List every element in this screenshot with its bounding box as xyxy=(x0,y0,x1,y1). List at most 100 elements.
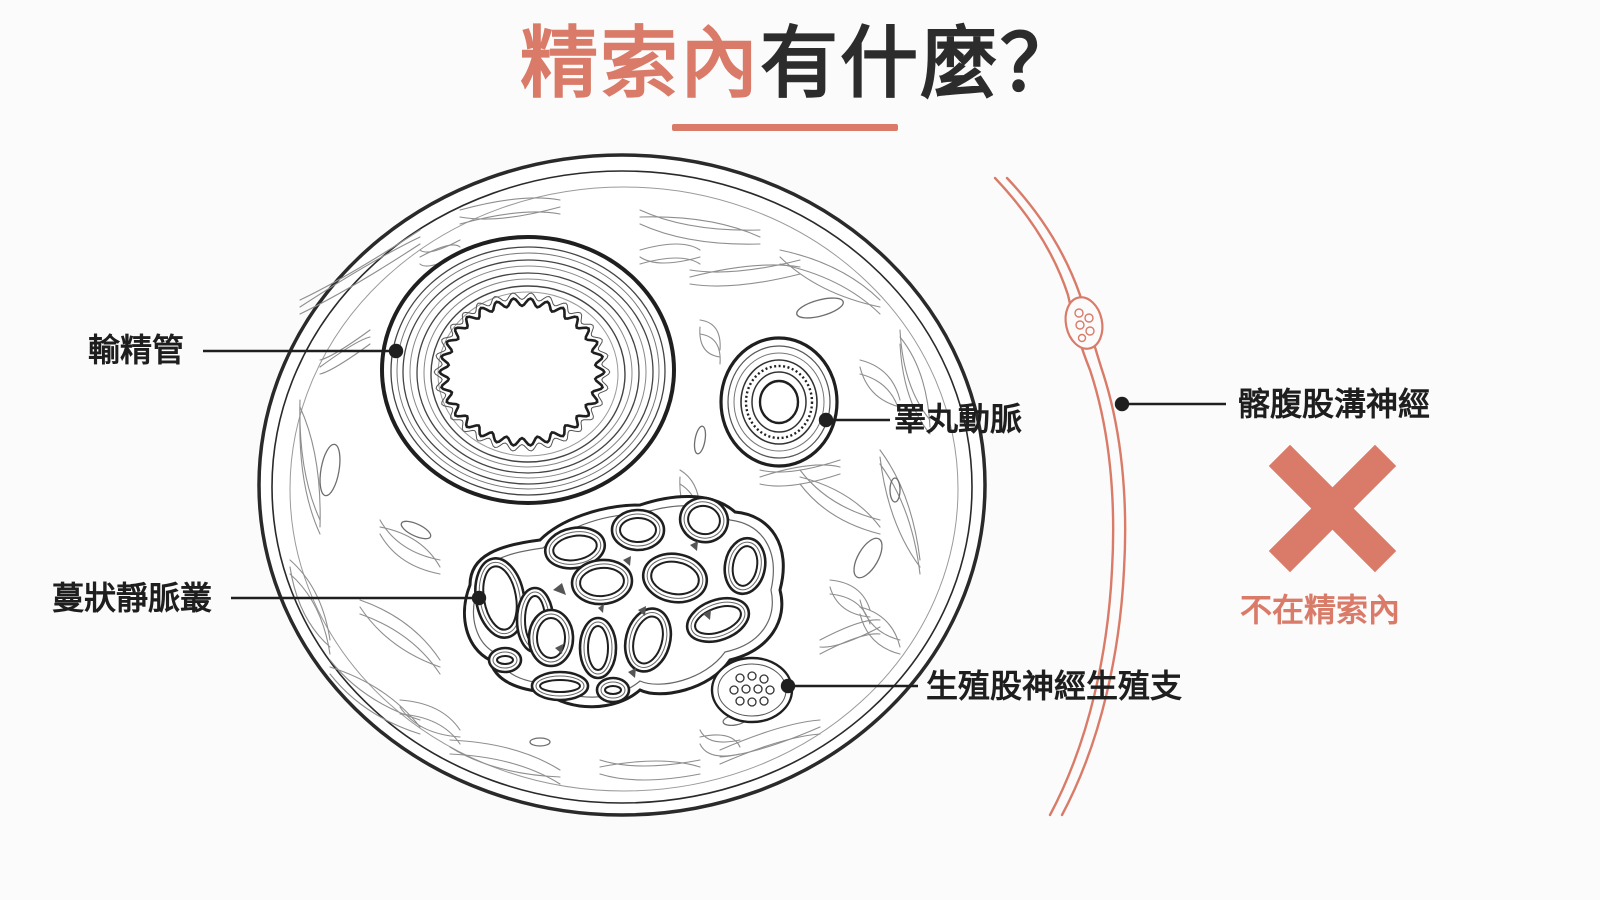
fiber-strand xyxy=(899,343,931,435)
fiber-strand xyxy=(319,336,371,368)
fiber-strand xyxy=(699,734,741,748)
fiber-strand xyxy=(829,593,871,625)
fiber-strand xyxy=(299,243,421,315)
fiber-strand xyxy=(359,606,441,668)
fiber-strand xyxy=(859,613,901,655)
fiber-strand xyxy=(289,573,331,655)
fiber-strand xyxy=(859,359,901,401)
title-rest: 有什麼？ xyxy=(760,19,1081,109)
label-genital-branch: 生殖股神經生殖支 xyxy=(926,667,1183,705)
leader-dot-genital-branch xyxy=(780,678,796,694)
fiber-strand xyxy=(289,559,331,641)
fiber-strand xyxy=(759,473,841,487)
connective-tissue-fibers xyxy=(289,197,931,785)
fiber-strand xyxy=(859,373,901,415)
fiber-strand xyxy=(449,739,561,771)
fiber-strand xyxy=(379,533,441,575)
fiber-strand xyxy=(779,263,881,315)
plexus-interstitial-dots xyxy=(553,541,711,678)
leader-lines xyxy=(203,343,1226,694)
fiber-strand xyxy=(639,256,701,264)
testicular-artery xyxy=(719,336,839,468)
leader-dot-ilioinguinal xyxy=(1114,396,1130,412)
fiber-strand xyxy=(299,236,421,308)
fiber-strand xyxy=(699,326,721,358)
fiber-strand xyxy=(799,469,881,521)
vein xyxy=(530,670,590,702)
fiber-strand xyxy=(879,449,921,561)
fiber-strand xyxy=(819,619,881,641)
fiber-strand xyxy=(699,333,721,365)
vas-deferens xyxy=(380,235,676,505)
fiber-strand xyxy=(329,666,421,728)
fiber-strand xyxy=(639,216,761,238)
leader-dot-testicular-artery xyxy=(818,412,834,428)
vein xyxy=(678,496,730,544)
fiber-strand xyxy=(879,463,921,575)
fiber-strand xyxy=(689,264,801,278)
vas-deferens-lumen xyxy=(438,297,606,447)
fiber-strand xyxy=(859,599,901,641)
vein xyxy=(723,536,767,596)
fiber-strand xyxy=(879,456,921,568)
fiber-strand xyxy=(599,760,701,768)
fiber-strand xyxy=(299,413,321,535)
fiber-strand xyxy=(759,464,841,478)
fiber-strand xyxy=(399,699,461,731)
fiber-strand xyxy=(459,206,561,220)
fiber-strand xyxy=(639,257,701,265)
fiber-strand xyxy=(399,713,461,745)
fiber-strand xyxy=(899,329,931,421)
fiber-strand xyxy=(859,366,901,408)
fiber-strand xyxy=(779,249,881,301)
fiber-strand xyxy=(719,719,821,751)
label-vas-deferens: 輸精管 xyxy=(88,331,185,369)
vein xyxy=(487,646,523,674)
fiber-strand xyxy=(359,599,441,661)
fiber-strand xyxy=(329,673,421,735)
fiber-strand xyxy=(819,633,881,655)
fiber-strand xyxy=(299,229,421,301)
leader-dot-vas-deferens xyxy=(388,343,404,359)
fiber-strand xyxy=(719,733,821,765)
vein xyxy=(623,607,673,673)
fiber-strand xyxy=(759,459,841,473)
vein xyxy=(527,608,575,668)
fiber-strand xyxy=(419,244,461,258)
fiber-strand xyxy=(449,753,561,785)
leader-dot-pampiniform-plexus xyxy=(471,590,487,606)
genital-branch-nerve xyxy=(710,656,794,724)
title-highlight: 精索內 xyxy=(519,19,760,109)
fiber-strand xyxy=(329,659,421,721)
fiber-strand xyxy=(799,483,881,535)
fiber-strand xyxy=(399,706,461,738)
cross-icon xyxy=(1268,444,1397,573)
plexus-veins xyxy=(474,496,767,704)
fiber-strand xyxy=(899,336,931,428)
title-underline xyxy=(672,124,898,131)
spermatic-cord-cross-section xyxy=(257,153,987,817)
vein xyxy=(641,552,709,604)
fiber-strand xyxy=(829,579,871,611)
vein xyxy=(474,557,526,639)
fiber-strand xyxy=(699,319,721,351)
fiber-strand xyxy=(379,519,441,561)
fiber-strand xyxy=(319,343,371,375)
page-title: 精索內有什麼？ xyxy=(0,14,1600,114)
fiber-strand xyxy=(289,566,331,648)
vein xyxy=(595,676,631,704)
fiber-strand xyxy=(599,773,701,781)
fiber-strand xyxy=(799,476,881,528)
ilioinguinal-nerve xyxy=(993,176,1127,817)
fiber-strand xyxy=(379,526,441,568)
fiber-strand xyxy=(459,197,561,211)
fiber-strand xyxy=(639,223,761,245)
fiber-strand xyxy=(689,273,801,287)
fiber-strand xyxy=(419,239,461,253)
vein xyxy=(610,508,666,552)
vein xyxy=(570,558,634,606)
fiber-strand xyxy=(599,759,701,767)
fiber-strand xyxy=(299,406,321,528)
